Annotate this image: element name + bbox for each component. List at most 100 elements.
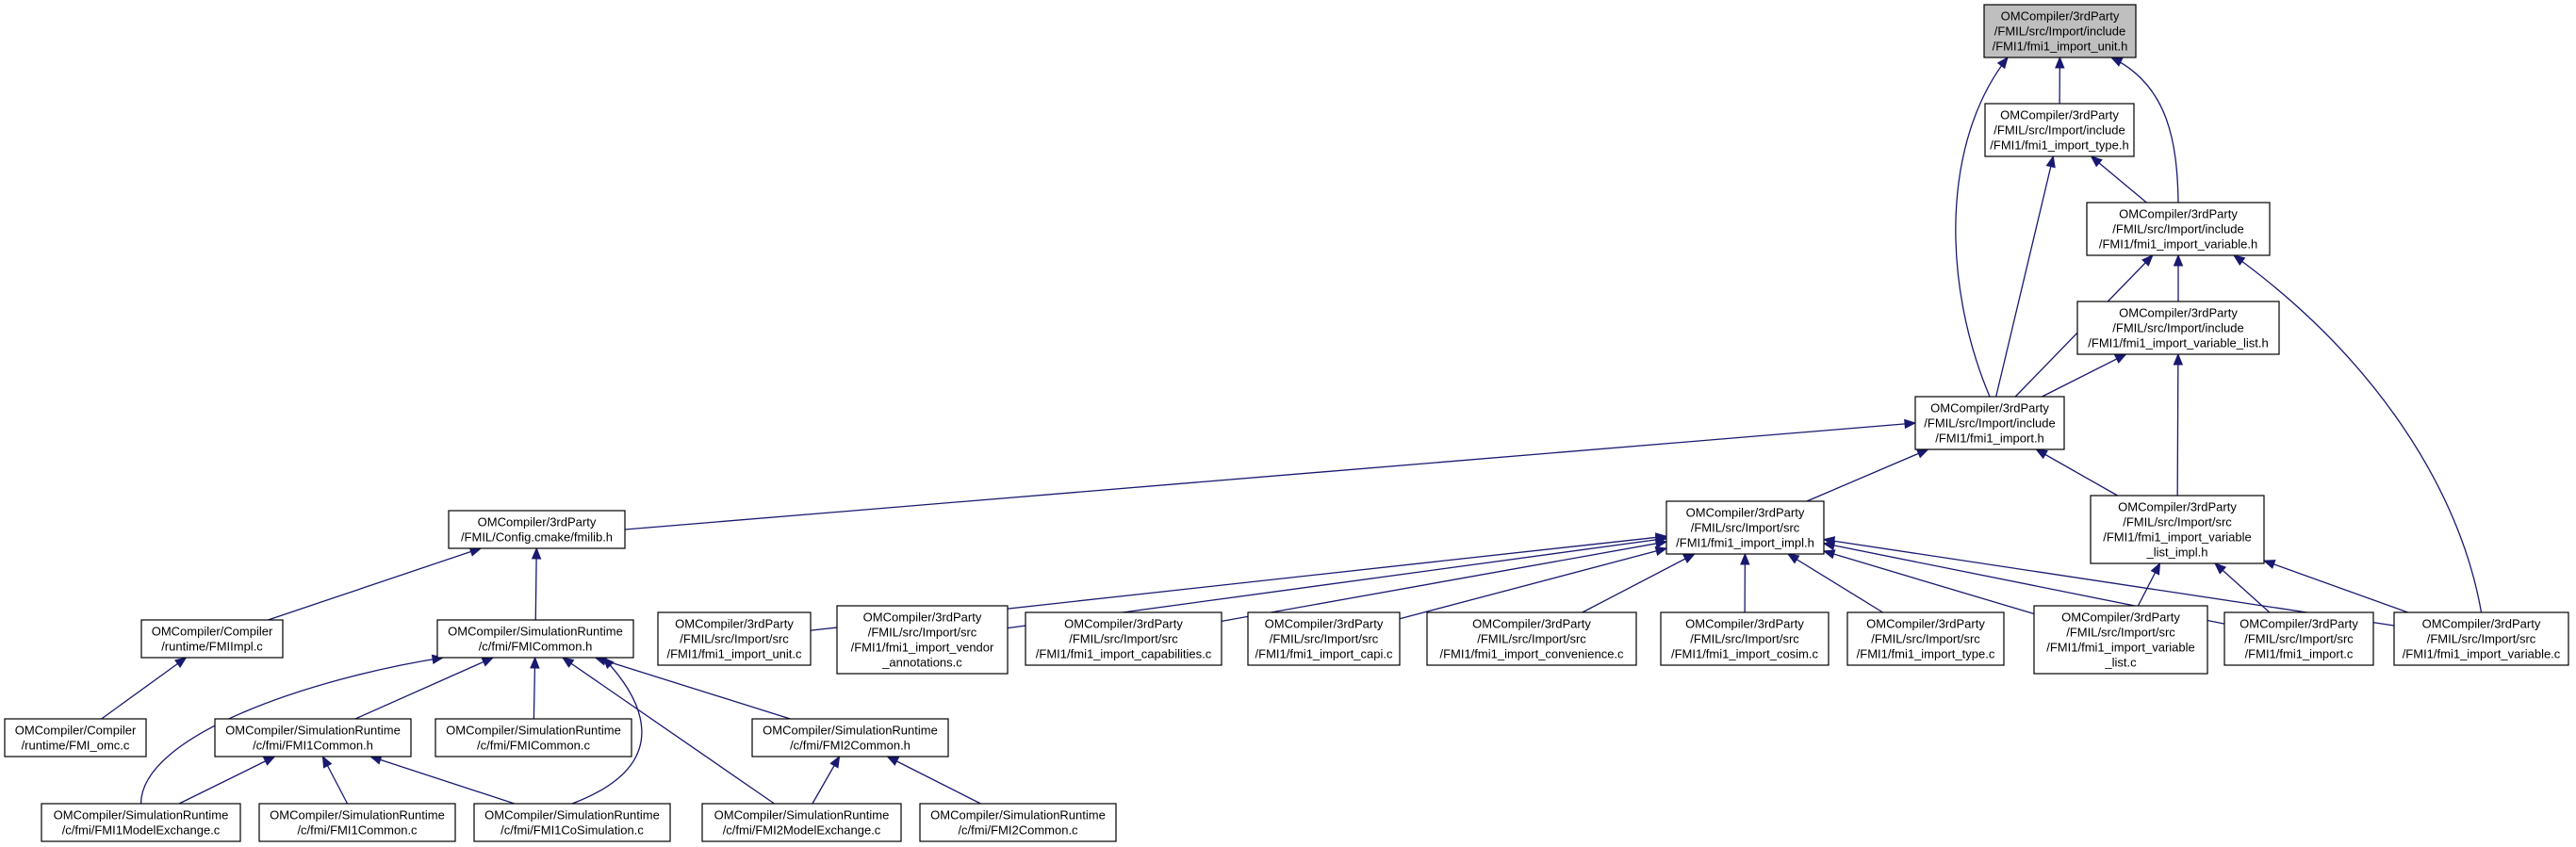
- node-label-line: OMCompiler/Compiler: [15, 724, 137, 738]
- node-label-line: /FMIL/src/Import/src: [1069, 632, 1178, 646]
- node-label-line: OMCompiler/SimulationRuntime: [484, 808, 660, 823]
- edge-variable-c-to-variable-h: [2233, 254, 2483, 613]
- edge-type-h-to-unit-h-arrowhead: [2055, 56, 2065, 69]
- node-config-fmilib[interactable]: OMCompiler/3rdParty/FMIL/Config.cmake/fm…: [448, 510, 626, 549]
- edge-variable-list-c-to-import-impl-h: [1823, 550, 2035, 615]
- edge-variable-list-impl-h-to-variable-list-h-arrowhead: [2173, 352, 2184, 366]
- node-label-line: /FMI1/fmi1_import.h: [1935, 432, 2044, 446]
- node-label-line: /FMIL/src/Import/include: [1994, 123, 2125, 138]
- node-box: [1247, 611, 1401, 666]
- node-fmi1cosim-c[interactable]: OMCompiler/SimulationRuntime/c/fmi/FMI1C…: [473, 803, 671, 842]
- node-variable-h[interactable]: OMCompiler/3rdParty/FMIL/src/Import/incl…: [2086, 202, 2271, 256]
- node-label-line: OMCompiler/3rdParty: [2061, 611, 2180, 625]
- node-label-line: /FMIL/src/Import/include: [1994, 24, 2125, 39]
- node-fmicommon-h[interactable]: OMCompiler/SimulationRuntime/c/fmi/FMICo…: [436, 619, 634, 659]
- edge-fmi1me-c-to-fmi1common-h: [178, 756, 275, 805]
- edge-variable-h-to-unit-h-arrowhead: [2109, 57, 2124, 67]
- node-box: [751, 718, 949, 757]
- node-variable-c[interactable]: OMCompiler/3rdParty/FMIL/src/Import/src/…: [2393, 611, 2569, 666]
- edge-fmi1cosim-c-to-fmi1common-h: [369, 756, 516, 805]
- edge-fmi2me-c-to-fmicommon-h: [562, 657, 775, 805]
- node-box: [448, 510, 626, 549]
- node-box: [1984, 103, 2135, 157]
- node-capabilities-c[interactable]: OMCompiler/3rdParty/FMIL/src/Import/src/…: [1025, 611, 1222, 666]
- node-cosim-c[interactable]: OMCompiler/3rdParty/FMIL/src/Import/src/…: [1660, 611, 1829, 666]
- node-import-impl-h[interactable]: OMCompiler/3rdParty/FMIL/src/Import/src/…: [1665, 500, 1825, 555]
- node-fmi2common-c[interactable]: OMCompiler/SimulationRuntime/c/fmi/FMI2C…: [919, 803, 1117, 842]
- node-label-line: /FMI1/fmi1_import_variable_list.h: [2088, 336, 2268, 350]
- node-unit-c[interactable]: OMCompiler/3rdParty/FMIL/src/Import/src/…: [657, 611, 812, 666]
- edge-import-impl-h-to-import-h: [1806, 448, 1928, 502]
- node-fmi-omc-c[interactable]: OMCompiler/Compiler/runtime/FMI_omc.c: [4, 718, 147, 757]
- edge-fmi1common-h-to-fmicommon-h: [354, 657, 494, 720]
- edge-fmi2common-h-to-fmicommon-h: [595, 657, 791, 720]
- node-label-line: /FMIL/src/Import/src: [680, 632, 789, 646]
- edge-import-h-to-unit-h: [1955, 57, 2009, 398]
- node-box: [2086, 202, 2271, 256]
- node-label-line: /FMIL/src/Import/src: [1871, 632, 1980, 646]
- edge-variable-list-c-to-import-impl-h-arrowhead: [1822, 549, 1836, 560]
- node-label-line: OMCompiler/3rdParty: [1265, 617, 1384, 631]
- node-vendor-c[interactable]: OMCompiler/3rdParty/FMIL/src/Import/src/…: [836, 605, 1009, 675]
- node-label-line: OMCompiler/3rdParty: [1686, 506, 1805, 520]
- edge-type-c-to-import-impl-h-arrowhead: [1786, 553, 1800, 564]
- node-label-line: OMCompiler/SimulationRuntime: [763, 724, 938, 738]
- node-label-line: /FMIL/src/Import/include: [2112, 222, 2243, 236]
- node-label-line: /FMI1/fmi1_import_impl.h: [1676, 536, 1814, 550]
- node-box: [4, 718, 147, 757]
- node-fmi1common-c[interactable]: OMCompiler/SimulationRuntime/c/fmi/FMI1C…: [258, 803, 456, 842]
- edge-fmi1cosim-c-to-fmicommon-h-arrowhead: [602, 657, 615, 669]
- edge-import-h-to-variable-list-h: [2042, 353, 2126, 398]
- node-label-line: /FMI1/fmi1_import_vendor: [851, 641, 994, 655]
- node-variable-list-h[interactable]: OMCompiler/3rdParty/FMIL/src/Import/incl…: [2076, 301, 2280, 355]
- node-box: [1665, 500, 1825, 555]
- node-label-line: OMCompiler/3rdParty: [2001, 9, 2120, 24]
- node-label-line: OMCompiler/3rdParty: [2119, 306, 2238, 320]
- edge-fmi2me-c-to-fmicommon-h-arrowhead: [561, 657, 575, 668]
- node-import-h[interactable]: OMCompiler/3rdParty/FMIL/src/Import/incl…: [1914, 396, 2065, 450]
- node-label-line: /FMIL/src/Import/include: [1924, 416, 2055, 431]
- edge-variable-list-impl-h-to-import-h: [2035, 448, 2118, 497]
- node-box: [1914, 396, 2065, 450]
- node-label-line: /FMI1/fmi1_import_type.h: [1990, 138, 2128, 153]
- node-label-line: /c/fmi/FMI2ModelExchange.c: [723, 823, 881, 838]
- node-fmi1me-c[interactable]: OMCompiler/SimulationRuntime/c/fmi/FMI1M…: [41, 803, 241, 842]
- node-label-line: /FMI1/fmi1_import_unit.c: [666, 647, 802, 661]
- node-label-line: OMCompiler/3rdParty: [478, 515, 597, 529]
- edge-variable-c-to-variable-list-impl-h-arrowhead: [2262, 560, 2276, 569]
- node-label-line: _list.c: [2104, 656, 2137, 670]
- node-convenience-c[interactable]: OMCompiler/3rdParty/FMIL/src/Import/src/…: [1426, 611, 1637, 666]
- edge-fmi2common-c-to-fmi2common-h: [887, 756, 981, 805]
- node-fmi2common-h[interactable]: OMCompiler/SimulationRuntime/c/fmi/FMI2C…: [751, 718, 949, 757]
- edge-import-h-to-variable-h-arrowhead: [2141, 254, 2154, 267]
- graph-nodes: OMCompiler/3rdParty/FMIL/src/Import/incl…: [4, 4, 2569, 842]
- node-box: [436, 619, 634, 659]
- node-box: [1983, 4, 2137, 58]
- node-fmi2me-c[interactable]: OMCompiler/SimulationRuntime/c/fmi/FMI2M…: [701, 803, 902, 842]
- node-variable-list-impl-h[interactable]: OMCompiler/3rdParty/FMIL/src/Import/src/…: [2090, 495, 2265, 564]
- node-box: [1846, 611, 2005, 666]
- node-variable-list-c[interactable]: OMCompiler/3rdParty/FMIL/src/Import/src/…: [2033, 605, 2208, 675]
- node-label-line: OMCompiler/SimulationRuntime: [54, 808, 229, 823]
- node-unit-h[interactable]: OMCompiler/3rdParty/FMIL/src/Import/incl…: [1983, 4, 2137, 58]
- node-box: [435, 718, 632, 757]
- node-capi-c[interactable]: OMCompiler/3rdParty/FMIL/src/Import/src/…: [1247, 611, 1401, 666]
- edge-import-c-to-variable-list-impl-h: [2214, 562, 2271, 613]
- node-label-line: /c/fmi/FMI2Common.h: [790, 739, 911, 753]
- node-fmicommon-c[interactable]: OMCompiler/SimulationRuntime/c/fmi/FMICo…: [435, 718, 632, 757]
- edge-convenience-c-to-import-impl-h: [1582, 553, 1696, 613]
- node-type-c[interactable]: OMCompiler/3rdParty/FMIL/src/Import/src/…: [1846, 611, 2005, 666]
- node-label-line: /FMI1/fmi1_import_variable.h: [2099, 237, 2257, 252]
- node-label-line: /FMIL/src/Import/src: [2427, 632, 2536, 646]
- edge-variable-c-to-import-impl-h-arrowhead: [1822, 536, 1836, 546]
- node-box: [657, 611, 812, 666]
- node-import-c[interactable]: OMCompiler/3rdParty/FMIL/src/Import/src/…: [2223, 611, 2374, 666]
- node-label-line: /FMIL/Config.cmake/fmilib.h: [461, 530, 613, 545]
- node-fmi1common-h[interactable]: OMCompiler/SimulationRuntime/c/fmi/FMI1C…: [214, 718, 412, 757]
- edge-fmicommon-h-to-config-fmilib-arrowhead: [531, 546, 542, 560]
- edge-cosim-c-to-import-impl-h-arrowhead: [1740, 552, 1750, 565]
- node-label-line: /FMI1/fmi1_import_variable.c: [2403, 647, 2561, 661]
- node-type-h[interactable]: OMCompiler/3rdParty/FMIL/src/Import/incl…: [1984, 103, 2135, 157]
- node-label-line: OMCompiler/3rdParty: [1064, 617, 1183, 631]
- node-fmiimpl-c[interactable]: OMCompiler/Compiler/runtime/FMIImpl.c: [140, 619, 284, 659]
